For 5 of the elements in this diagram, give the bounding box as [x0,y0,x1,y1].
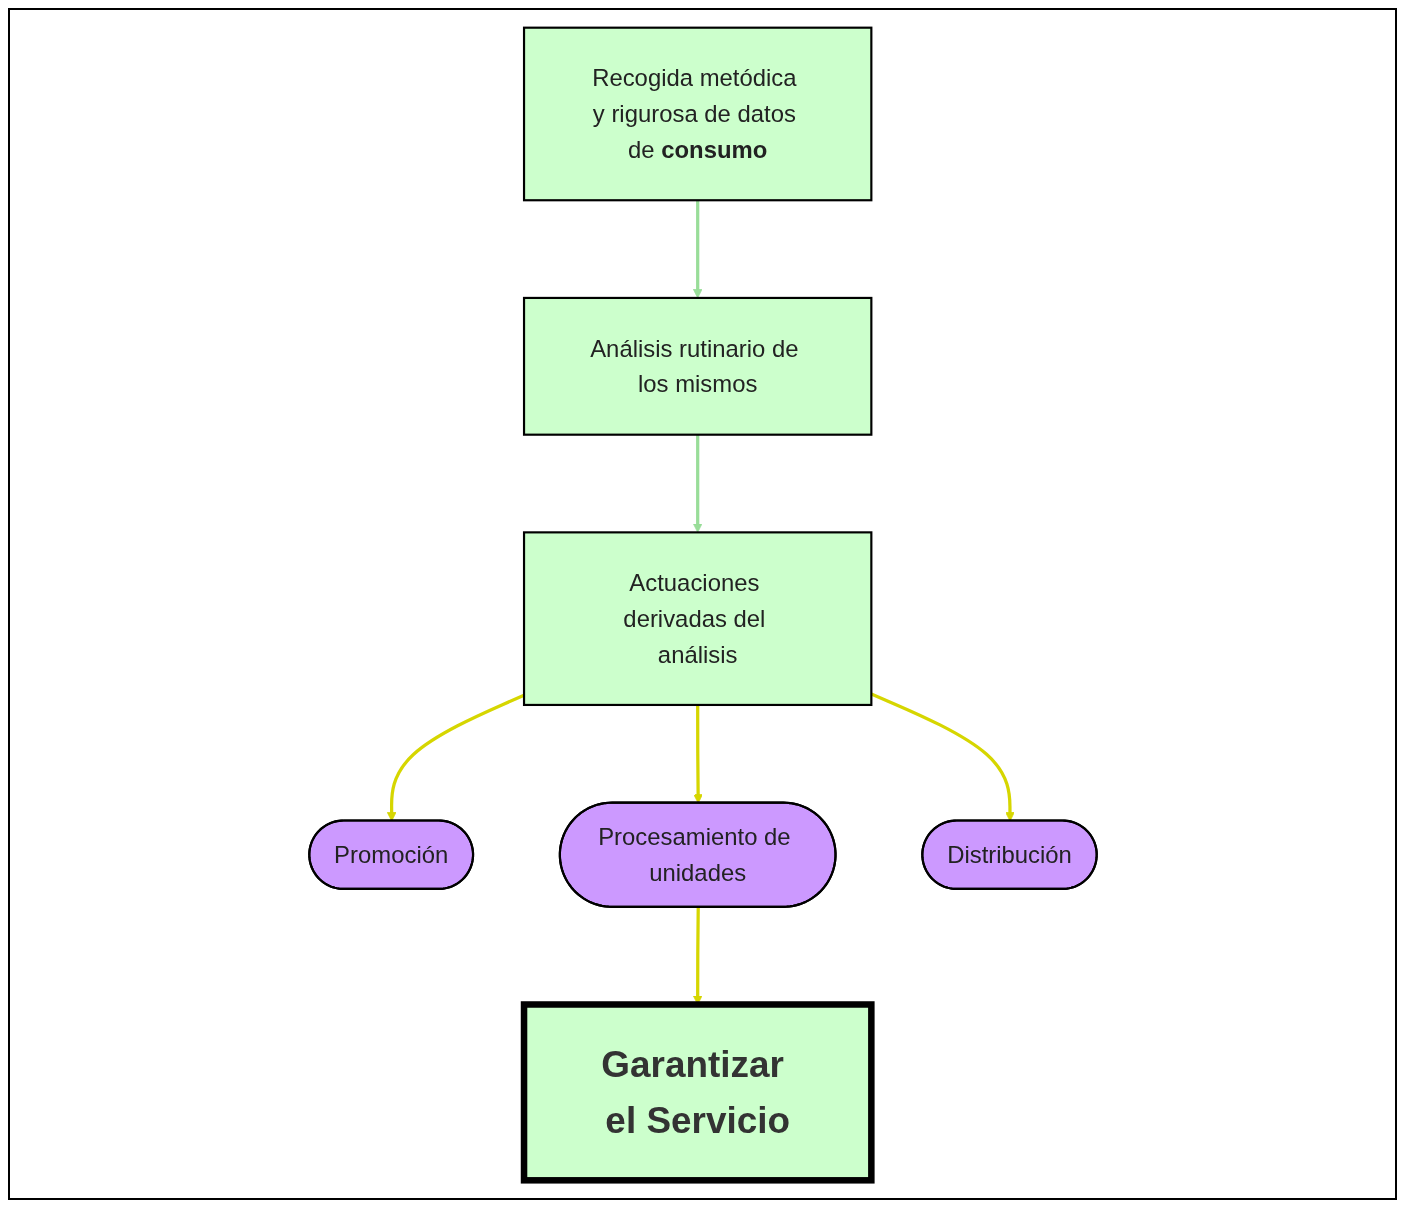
node-box: Garantizar el Servicio [520,1001,875,1184]
node-box: Recogida metódica y rigurosa de datos de consumo [522,26,872,202]
arrow [692,434,702,533]
node-box: Actuaciones derivadas del análisis [522,531,872,707]
node-box: Análisis rutinario de los mismos [522,296,872,436]
